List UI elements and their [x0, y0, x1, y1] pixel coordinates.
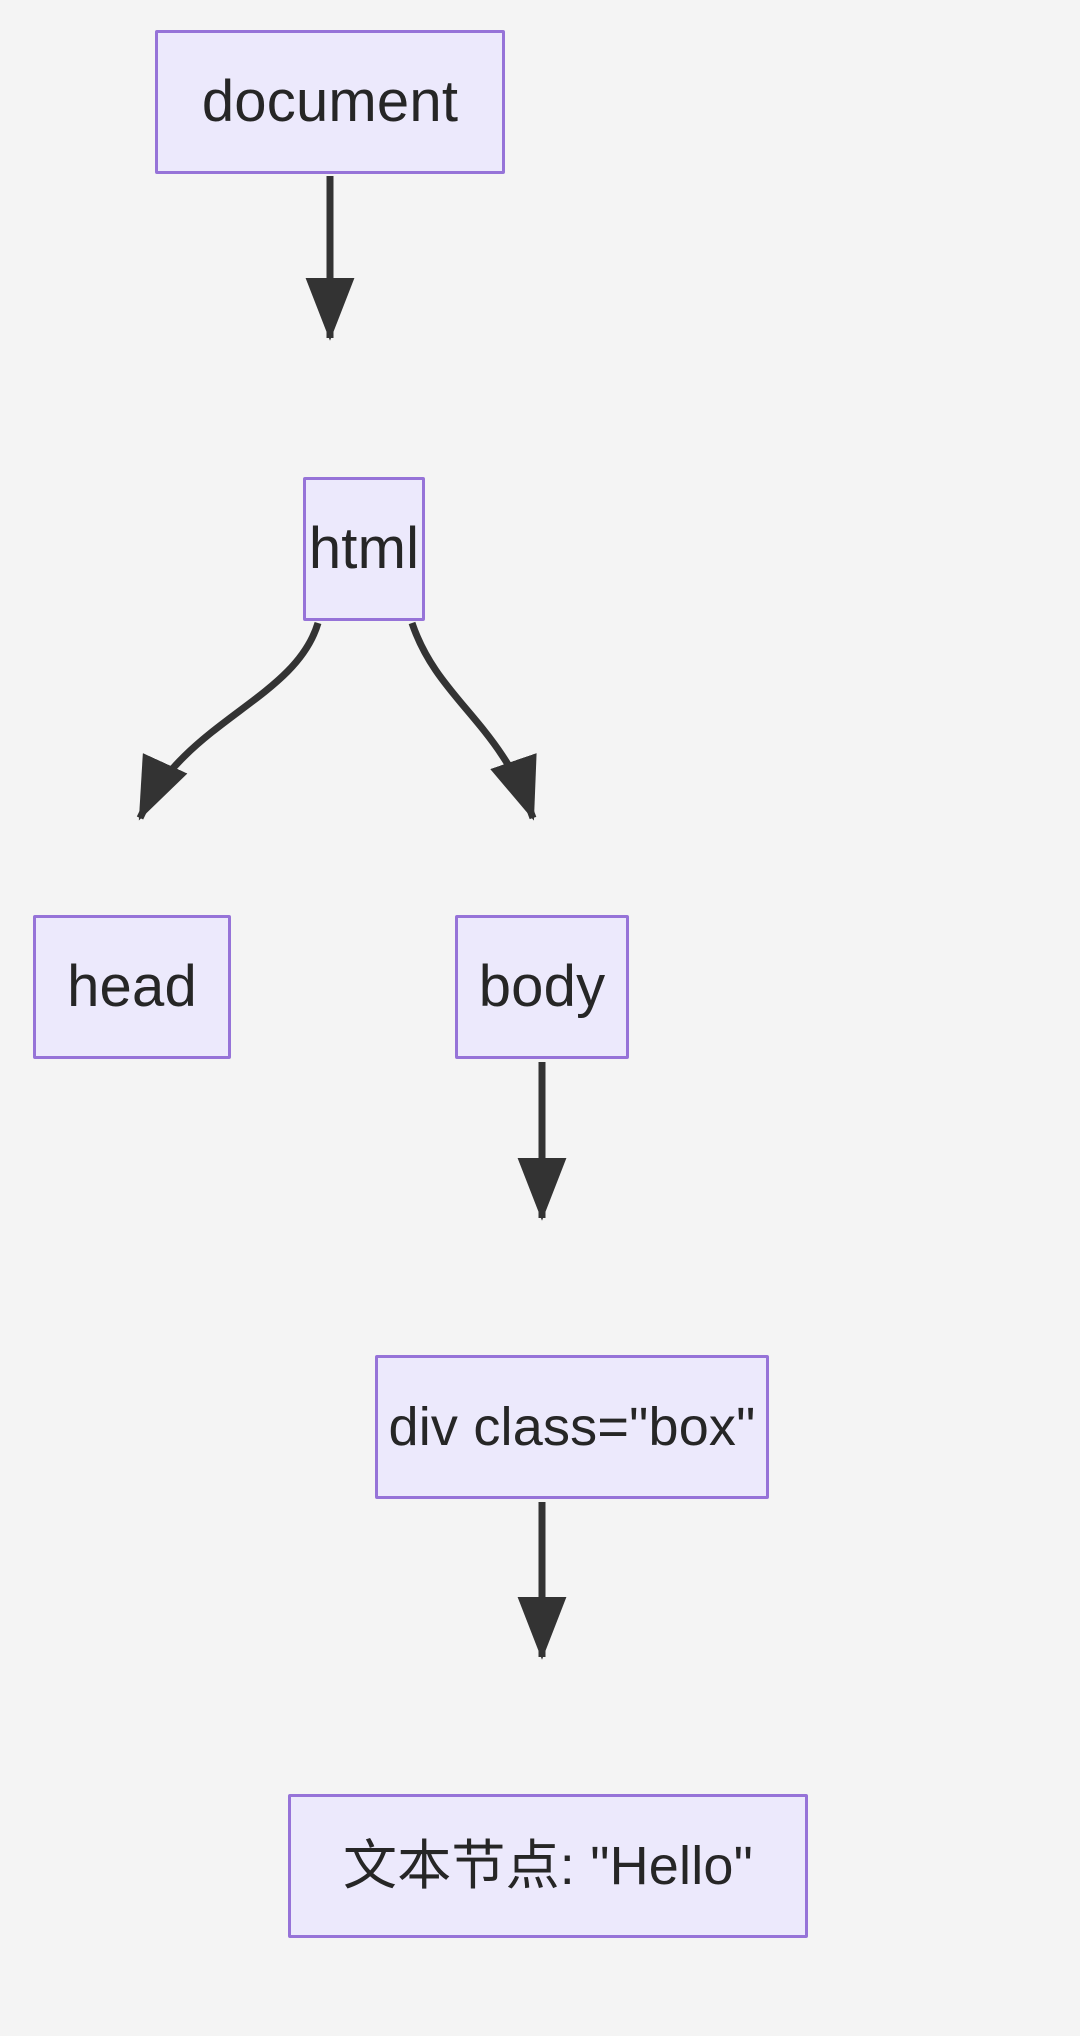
node-body-label: body	[478, 954, 606, 1019]
edge-html-to-head	[136, 621, 322, 821]
node-div-box[interactable]: div class="box"	[375, 1355, 769, 1499]
node-document[interactable]: document	[155, 30, 505, 174]
node-html[interactable]: html	[303, 477, 425, 621]
node-text-node-label: 文本节点: "Hello"	[343, 1836, 753, 1896]
node-div-box-label: div class="box"	[388, 1397, 756, 1457]
node-document-label: document	[201, 69, 459, 134]
node-text-node[interactable]: 文本节点: "Hello"	[288, 1794, 808, 1938]
node-html-label: html	[308, 516, 420, 581]
node-head-label: head	[67, 954, 197, 1019]
node-body[interactable]: body	[455, 915, 629, 1059]
node-head[interactable]: head	[33, 915, 231, 1059]
edge-html-to-body	[408, 621, 537, 821]
